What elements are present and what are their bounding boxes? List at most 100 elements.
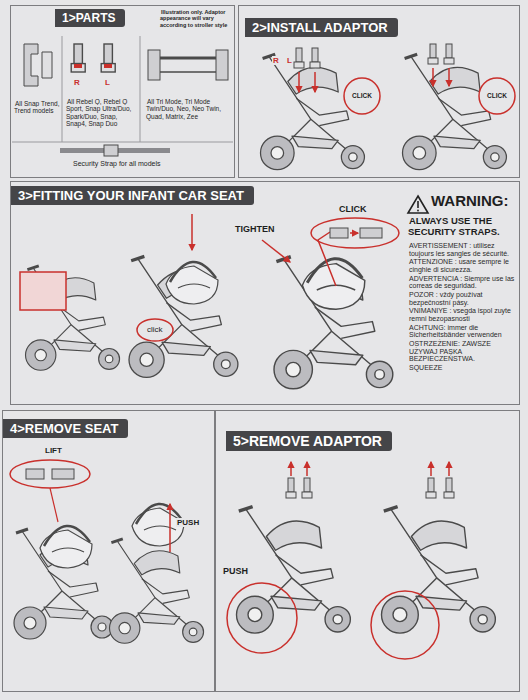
warning-translation: OSTRZEŻENIE: ZAWSZE UŻYWAJ PASKA BEZPIEC… [408, 340, 522, 363]
illustration-use [444, 44, 454, 64]
warning-translation: VNIMANIYE : vsegda ispol zuyte remni bez… [408, 307, 522, 322]
label-slot: CLICK [486, 92, 508, 99]
illustration-rect [104, 145, 118, 156]
install-drawing [261, 44, 516, 170]
illustration-use [110, 539, 204, 644]
illustration-rect [330, 228, 348, 238]
illustration-line [417, 201, 419, 208]
illustration-rect [360, 228, 382, 238]
illustration-rect [148, 50, 160, 80]
illustration-rect [52, 469, 74, 479]
label-slot: CLICK [338, 204, 368, 214]
note-text: All Snap Trend, Trend models [14, 100, 59, 114]
label-slot: PUSH [222, 566, 249, 576]
illustration-use [310, 48, 320, 68]
illustration-line [160, 71, 216, 73]
illustration-use [166, 262, 218, 304]
callout-text: click [146, 325, 164, 334]
label-slot: TIGHTEN [234, 224, 276, 234]
illustration-rect [216, 50, 228, 80]
callout-text: CLICK [351, 92, 373, 99]
illustration-use [302, 478, 312, 498]
illustration-use [237, 507, 351, 633]
illustration-circle [371, 591, 439, 659]
parts-drawing [12, 36, 233, 156]
illustration-line [169, 504, 171, 552]
illustration-line [62, 36, 63, 142]
label-slot: click [146, 325, 164, 334]
label-slot: PUSH [176, 518, 200, 527]
illustration-path [42, 52, 52, 78]
label-slot: WARNING: [430, 192, 510, 209]
label-slot: L [104, 78, 111, 87]
step-heading-tab: 5>REMOVE ADAPTOR [226, 431, 392, 451]
note-text: All Rebel Q, Rebel Q Sport, Snap Ultra/D… [66, 98, 131, 127]
illustration-use [101, 44, 115, 72]
callout-text: Security Strap for all models [72, 160, 162, 167]
illustration-rect [104, 64, 112, 68]
illustration-path [408, 196, 428, 213]
label-slot: CLICK [351, 92, 373, 99]
warning-translation: ADVERTENCIA : Siempre use las correas de… [408, 275, 522, 290]
illustration-line [350, 232, 358, 234]
illustration-line [430, 462, 432, 476]
step-heading-tab: 4>REMOVE SEAT [3, 419, 128, 438]
illustration-rect [26, 469, 44, 479]
callout-text: TIGHTEN [234, 224, 276, 234]
step-heading-tab: 3>FITTING YOUR INFANT CAR SEAT [11, 186, 254, 205]
illustration-ellipse [311, 218, 399, 248]
illustration-rect [20, 272, 66, 310]
illustration-use [71, 44, 85, 72]
callout-text: L [104, 78, 111, 87]
illustration-use [444, 478, 454, 498]
illustration-rect [74, 64, 82, 68]
illustration-use [302, 259, 364, 309]
illustration-use [40, 526, 92, 568]
illustration-line [12, 142, 233, 143]
illustration-use [428, 44, 438, 64]
illustration-ellipse [137, 319, 173, 341]
illustration-path [24, 44, 38, 86]
step-heading: 3>FITTING YOUR INFANT CAR SEAT [18, 188, 244, 203]
warning-translation: ACHTUNG: immer die Sicherheitsbänder ver… [408, 324, 522, 339]
illustration-line [290, 462, 292, 476]
warning-translations: AVERTISSEMENT : utilisez toujours les sa… [408, 242, 522, 373]
illustration-circle [227, 583, 297, 653]
step-heading-tab: 1>PARTS [55, 9, 125, 27]
warning-translation: SQUEEZE [408, 364, 522, 372]
step-heading: 1>PARTS [62, 11, 115, 25]
label-slot: LIFT [44, 446, 63, 455]
label-slot: All Snap Trend, Trend models [14, 100, 60, 115]
note-text: All Tri Mode, Tri Mode Twin/Duo, Neo, Ne… [146, 98, 221, 120]
illustration-line [314, 72, 316, 92]
fitting-drawing [20, 196, 428, 389]
note-text: Illustration only. Adaptor appearance wi… [160, 9, 228, 28]
warning-translation: ATTENZIONE : usare sempre le cinghie di … [408, 258, 522, 273]
illustration-circle [417, 210, 419, 212]
remove-adaptor-drawing [227, 462, 495, 659]
label-slot: L [286, 56, 293, 65]
callout-text: LIFT [44, 446, 63, 455]
illustration-use [274, 257, 393, 389]
callout-text: R [73, 78, 81, 87]
illustration-line [448, 68, 450, 86]
label-slot: All Rebel Q, Rebel Q Sport, Snap Ultra/D… [66, 98, 138, 128]
illustration-line [298, 72, 300, 92]
step-heading: 5>REMOVE ADAPTOR [233, 433, 382, 449]
step-heading-tab: 2>INSTALL ADAPTOR [245, 18, 398, 37]
illustration-ellipse [10, 460, 90, 488]
illustration-line [306, 462, 308, 476]
illustration-use [286, 478, 296, 498]
callout-text: R [272, 56, 280, 65]
illustration-use [129, 256, 238, 377]
label-slot: Illustration only. Adaptor appearance wi… [160, 9, 232, 28]
illustration-circle [344, 78, 380, 114]
illustration-line [50, 488, 58, 522]
remove-seat-drawing [10, 460, 204, 643]
callout-text: PUSH [222, 566, 249, 576]
callout-text: PUSH [176, 518, 200, 527]
label-slot: All Tri Mode, Tri Mode Twin/Duo, Neo, Ne… [146, 98, 232, 120]
step-panel: 1>PARTS [10, 5, 235, 178]
step-panel: 5>REMOVE ADAPTOR [215, 410, 520, 692]
label-slot: ALWAYS USE THE SECURITY STRAPS. [408, 216, 520, 238]
